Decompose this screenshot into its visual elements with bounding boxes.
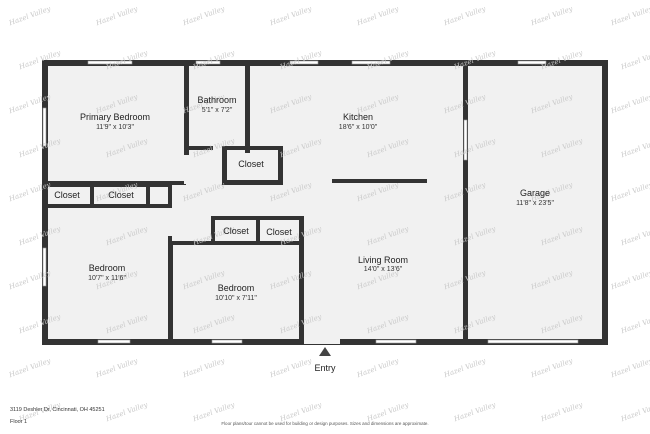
- bedroom-center-label: Bedroom: [217, 283, 255, 293]
- garage-label: Garage: [519, 188, 551, 198]
- door-opening: [184, 156, 189, 184]
- floor-area-garage: [466, 63, 605, 342]
- bedroom-center-dims: 10'10" x 7'11": [215, 295, 257, 302]
- windows: [42, 60, 579, 344]
- wall-center-bed-left: [168, 241, 173, 342]
- window: [211, 339, 243, 344]
- wall-primary-bottom: [44, 181, 186, 185]
- closet-center-1-label: Closet: [223, 226, 249, 236]
- wall-center-bed-right: [299, 216, 304, 342]
- closet-mid-left-label: Closet: [108, 190, 134, 200]
- window: [289, 60, 319, 65]
- primary-bedroom-dims: 11'9" x 10'3": [96, 124, 134, 131]
- wall-closet-divider-2: [146, 185, 150, 206]
- wall-closet-divider-1: [90, 185, 94, 206]
- wall-center-closet-left: [211, 216, 215, 245]
- wall-bath-closet-left: [222, 148, 227, 184]
- closet-bath-label: Closet: [238, 159, 264, 169]
- wall-bath-bottom: [186, 146, 213, 150]
- wall-right: [602, 60, 608, 345]
- address-text: 3119 Deshler Dr, Cincinnati, OH 45251: [10, 407, 105, 413]
- door-opening: [304, 339, 340, 344]
- door-opening: [168, 208, 173, 236]
- entry-arrow-icon: [319, 347, 331, 356]
- garage-dims: 11'8" x 23'5": [516, 200, 554, 207]
- entry-label: Entry: [314, 363, 336, 373]
- living-room-dims: 14'0" x 13'6": [363, 266, 403, 273]
- bedroom-left-label: Bedroom: [88, 263, 126, 273]
- wall-closet-row-top: [44, 185, 172, 187]
- window: [42, 107, 47, 147]
- window: [517, 60, 547, 65]
- closet-center-2-label: Closet: [266, 227, 292, 237]
- interior-walls: [44, 63, 427, 342]
- bathroom-label: Bathroom: [197, 95, 237, 105]
- wall-bath-kitchen: [245, 63, 250, 153]
- window: [351, 60, 391, 65]
- closet-left-label: Closet: [54, 190, 80, 200]
- wall-primary-bath: [184, 63, 189, 155]
- wall-top: [42, 60, 608, 66]
- kitchen-dims: 18'6" x 10'0": [338, 124, 378, 131]
- window: [97, 339, 131, 344]
- wall-bath-closet-bottom: [222, 180, 280, 185]
- window: [195, 60, 221, 65]
- window: [487, 339, 579, 344]
- wall-left: [42, 60, 48, 345]
- window: [87, 60, 133, 65]
- living-room-label: Living Room: [357, 255, 409, 265]
- wall-closet-row-bottom: [44, 204, 172, 208]
- window: [42, 247, 47, 287]
- floor-area-main: [44, 63, 466, 342]
- disclaimer-text: Floor plans/tour cannot be used for buil…: [221, 421, 429, 426]
- window: [463, 119, 468, 161]
- wall-center-closet-divider: [256, 216, 260, 245]
- bedroom-left-dims: 10'7" x 11'6": [88, 275, 126, 282]
- door-openings: [168, 156, 340, 344]
- bathroom-dims: 5'1" x 7'2": [201, 107, 233, 114]
- wall-bath-closet-top: [222, 146, 283, 150]
- primary-bedroom-label: Primary Bedroom: [79, 112, 151, 122]
- wall-garage: [463, 60, 468, 345]
- kitchen-label: Kitchen: [342, 112, 374, 122]
- window: [375, 339, 417, 344]
- floor-label: Floor 1: [10, 419, 28, 425]
- wall-bath-closet-right: [278, 148, 283, 185]
- wall-center-bed-top: [172, 241, 302, 245]
- kitchen-counter: [332, 179, 427, 183]
